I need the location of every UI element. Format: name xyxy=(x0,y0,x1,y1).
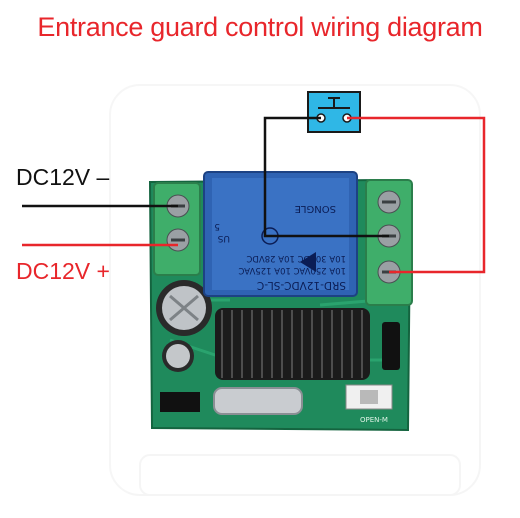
screw-terminal-icon xyxy=(377,190,401,214)
push-switch-icon xyxy=(307,91,361,133)
dc-positive-label: DC12V + xyxy=(16,258,110,284)
dc-negative-label: DC12V – xyxy=(16,164,110,190)
wire-switch-common xyxy=(263,116,389,238)
diagram-title: Entrance guard control wiring diagram xyxy=(37,12,483,42)
relay-brand: SONGLE xyxy=(295,203,336,214)
relay-rating-2: 10A 30VDC 10A 28VDC xyxy=(246,253,346,263)
capacitor-small xyxy=(162,340,194,372)
open-button-label: OPEN-M xyxy=(360,416,388,424)
capacitor-large xyxy=(156,280,212,336)
relay: SRD-12VDC-SL-C 10A 250VAC 10A 125VAC 10A… xyxy=(203,171,358,297)
chip-components xyxy=(160,322,400,415)
wire-switch-output xyxy=(347,116,486,274)
relay-marking: 5 xyxy=(214,221,220,231)
relay-model: SRD-12VDC-SL-C xyxy=(257,279,346,291)
relay-rating-1: 10A 250VAC 10A 125VAC xyxy=(238,265,346,275)
watermark xyxy=(109,84,481,496)
screw-terminal-icon xyxy=(166,228,190,252)
antenna-coil xyxy=(215,308,370,380)
relay-us: US xyxy=(217,233,230,243)
right-terminal-block xyxy=(365,179,413,306)
left-terminal-block xyxy=(153,182,201,276)
